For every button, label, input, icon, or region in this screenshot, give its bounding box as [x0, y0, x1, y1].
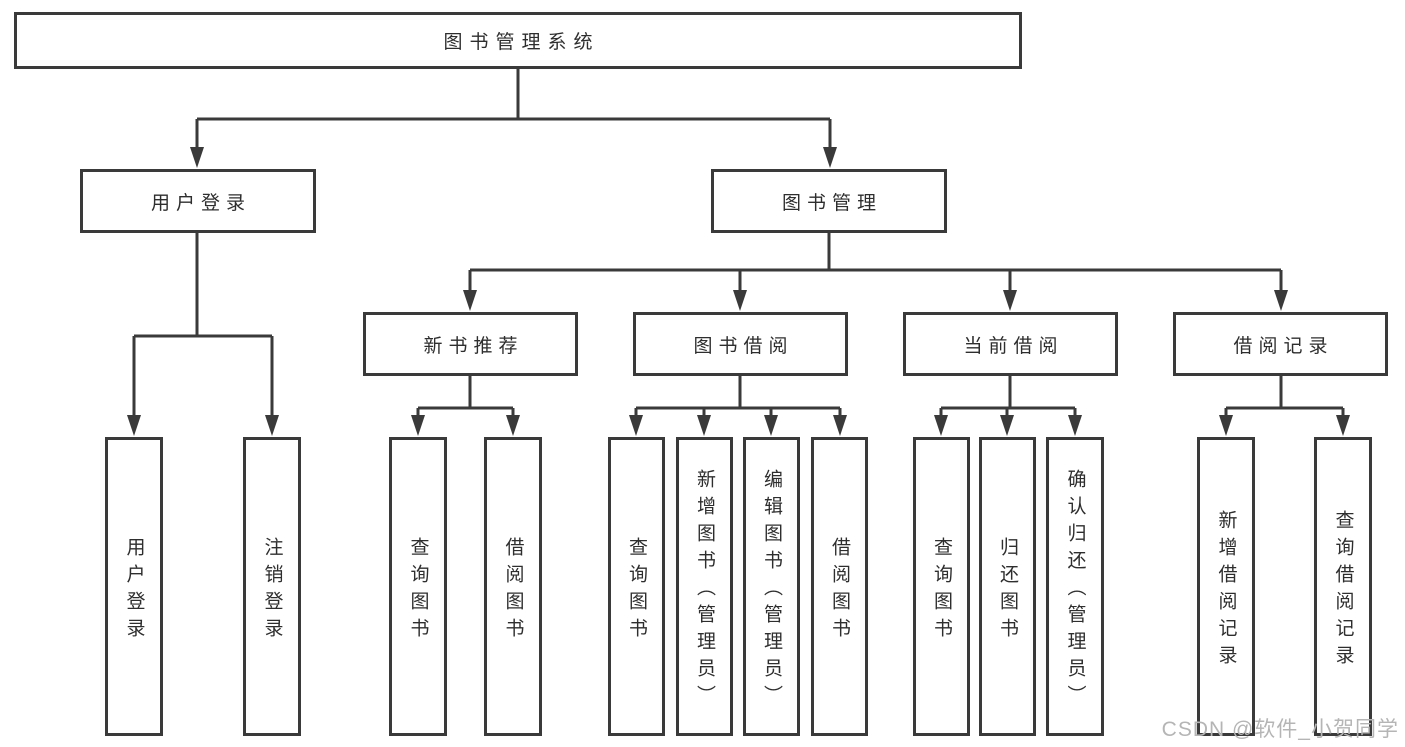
leaf-bb-borrow-book-label: 借阅图书 — [829, 536, 850, 645]
leaf-br-query-record: 查询借阅记录 — [1314, 437, 1372, 736]
node-current-borrowing: 当前借阅 — [903, 312, 1118, 376]
leaf-bb-query-book-label: 查询图书 — [626, 536, 647, 645]
node-book-borrowing-label: 图书借阅 — [693, 335, 794, 357]
leaf-user-login: 用户登录 — [105, 437, 163, 736]
node-book-management-label: 图书管理 — [781, 192, 882, 214]
csdn-watermark: CSDN @软件_小贺同学 — [1161, 718, 1399, 741]
node-root: 图书管理系统 — [14, 12, 1022, 69]
node-root-label: 图书管理系统 — [443, 32, 600, 53]
leaf-br-add-record: 新增借阅记录 — [1197, 437, 1255, 736]
leaf-cb-confirm-return-admin-label: 确认归还（管理员） — [1064, 469, 1086, 712]
leaf-br-add-record-label: 新增借阅记录 — [1215, 509, 1237, 672]
leaf-bb-edit-book-admin: 编辑图书（管理员） — [743, 437, 800, 736]
leaf-br-query-record-label: 查询借阅记录 — [1332, 509, 1354, 672]
leaf-bb-edit-book-admin-label: 编辑图书（管理员） — [761, 469, 782, 712]
node-borrowing-records-label: 借阅记录 — [1233, 335, 1334, 357]
node-borrowing-records: 借阅记录 — [1173, 312, 1388, 376]
leaf-bb-query-book: 查询图书 — [608, 437, 665, 736]
leaf-cb-query-book-label: 查询图书 — [931, 536, 952, 645]
leaf-cb-return-book: 归还图书 — [979, 437, 1036, 736]
leaf-bb-add-book-admin: 新增图书（管理员） — [676, 437, 733, 736]
node-user-login-label: 用户登录 — [150, 192, 251, 214]
leaf-cb-query-book: 查询图书 — [913, 437, 970, 736]
leaf-bb-add-book-admin-label: 新增图书（管理员） — [694, 469, 715, 712]
leaf-rec-query-book: 查询图书 — [389, 437, 447, 736]
leaf-bb-borrow-book: 借阅图书 — [811, 437, 868, 736]
leaf-rec-query-book-label: 查询图书 — [407, 536, 429, 645]
node-new-book-recommend-label: 新书推荐 — [423, 335, 524, 357]
leaf-cb-return-book-label: 归还图书 — [997, 536, 1018, 645]
leaf-rec-borrow-book: 借阅图书 — [484, 437, 542, 736]
leaf-logout: 注销登录 — [243, 437, 301, 736]
leaf-rec-borrow-book-label: 借阅图书 — [502, 536, 524, 645]
leaf-user-login-label: 用户登录 — [123, 536, 145, 645]
connector-strokes — [132, 69, 1345, 421]
node-book-management: 图书管理 — [711, 169, 947, 233]
leaf-logout-label: 注销登录 — [261, 536, 283, 645]
node-current-borrowing-label: 当前借阅 — [963, 335, 1064, 357]
node-new-book-recommend: 新书推荐 — [363, 312, 578, 376]
node-book-borrowing: 图书借阅 — [633, 312, 848, 376]
node-user-login: 用户登录 — [80, 169, 316, 233]
arrowheads — [127, 147, 1350, 436]
leaf-cb-confirm-return-admin: 确认归还（管理员） — [1046, 437, 1104, 736]
